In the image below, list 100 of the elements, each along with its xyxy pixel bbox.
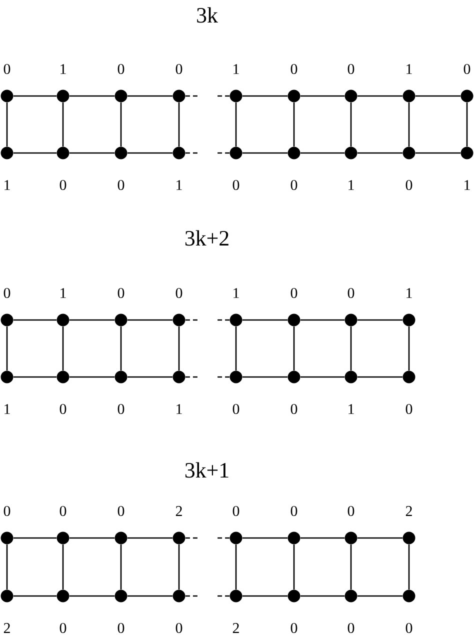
edge-line xyxy=(415,152,461,154)
edge-line xyxy=(13,537,57,539)
dashed-continuation xyxy=(185,319,200,321)
vertex-label: 0 xyxy=(290,404,298,414)
edge-line xyxy=(350,326,352,371)
dashed-continuation xyxy=(185,95,200,97)
dashed-continuation xyxy=(216,376,230,378)
vertex-dot xyxy=(402,590,416,602)
dashed-continuation xyxy=(216,537,230,539)
edge-line xyxy=(127,537,173,539)
dashed-continuation xyxy=(216,595,230,597)
edge-line xyxy=(69,152,115,154)
edge-line xyxy=(466,102,468,147)
vertex-label: 0 xyxy=(290,506,298,516)
vertex-label: 0 xyxy=(232,180,240,190)
vertex-dot xyxy=(288,146,300,160)
vertex-label: 0 xyxy=(176,64,182,74)
edge-line xyxy=(235,544,237,590)
vertex-dot xyxy=(344,314,358,326)
edge-line xyxy=(69,319,115,321)
edge-line xyxy=(62,102,64,147)
vertex-label: 0 xyxy=(4,64,10,74)
vertex-label: 1 xyxy=(176,404,182,414)
edge-line xyxy=(13,595,57,597)
vertex-label: 1 xyxy=(60,288,66,298)
vertex-label: 0 xyxy=(348,622,354,634)
dashed-continuation xyxy=(216,319,230,321)
vertex-dot xyxy=(460,90,474,102)
vertex-dot xyxy=(230,370,242,384)
section-title: 3k xyxy=(197,7,218,23)
vertex-dot xyxy=(288,90,300,102)
edge-line xyxy=(127,152,173,154)
vertex-dot xyxy=(0,532,14,544)
vertex-label: 0 xyxy=(118,180,124,190)
vertex-dot xyxy=(56,532,70,544)
vertex-dot xyxy=(0,314,14,326)
vertex-dot xyxy=(344,370,358,384)
vertex-label: 1 xyxy=(60,64,66,74)
vertex-dot xyxy=(114,314,128,326)
vertex-label: 1 xyxy=(406,64,412,74)
edge-line xyxy=(13,319,57,321)
vertex-dot xyxy=(288,590,300,602)
edge-line xyxy=(6,102,8,147)
vertex-dot xyxy=(114,370,128,384)
vertex-dot xyxy=(114,590,128,602)
vertex-dot xyxy=(230,532,242,544)
vertex-dot xyxy=(402,532,416,544)
vertex-label: 0 xyxy=(348,506,354,516)
vertex-dot xyxy=(288,314,300,326)
edge-line xyxy=(293,544,295,590)
vertex-label: 1 xyxy=(234,288,239,298)
vertex-label: 0 xyxy=(176,622,182,634)
edge-line xyxy=(127,319,173,321)
edge-line xyxy=(300,376,345,378)
vertex-label: 1 xyxy=(406,288,412,298)
vertex-dot xyxy=(172,314,186,326)
vertex-dot xyxy=(172,370,186,384)
vertex-label: 1 xyxy=(4,404,10,414)
dashed-continuation xyxy=(216,152,230,154)
vertex-dot xyxy=(56,590,70,602)
vertex-label: 0 xyxy=(232,404,240,414)
edge-line xyxy=(300,95,345,97)
edge-line xyxy=(69,376,115,378)
vertex-dot xyxy=(0,590,14,602)
vertex-label: 0 xyxy=(118,506,124,516)
vertex-dot xyxy=(172,532,186,544)
edge-line xyxy=(300,595,345,597)
edge-line xyxy=(242,319,288,321)
edge-line xyxy=(350,102,352,147)
edge-line xyxy=(242,95,288,97)
section-title: 3k+2 xyxy=(185,230,228,246)
vertex-dot xyxy=(402,314,416,326)
vertex-label: 2 xyxy=(406,506,412,516)
vertex-label: 0 xyxy=(406,404,412,414)
edge-line xyxy=(127,595,173,597)
vertex-dot xyxy=(288,532,300,544)
vertex-label: 0 xyxy=(4,288,10,298)
vertex-dot xyxy=(0,90,14,102)
edge-line xyxy=(357,376,403,378)
edge-line xyxy=(293,326,295,371)
edge-line xyxy=(127,376,173,378)
vertex-dot xyxy=(0,146,14,160)
edge-line xyxy=(178,326,180,371)
edge-line xyxy=(357,595,403,597)
vertex-label: 0 xyxy=(406,622,412,634)
vertex-label: 1 xyxy=(234,64,239,74)
vertex-dot xyxy=(344,590,358,602)
vertex-dot xyxy=(56,90,70,102)
vertex-label: 2 xyxy=(4,623,10,633)
edge-line xyxy=(357,537,403,539)
vertex-label: 0 xyxy=(176,288,182,298)
vertex-dot xyxy=(172,146,186,160)
edge-line xyxy=(408,102,410,147)
vertex-label: 2 xyxy=(176,506,182,516)
vertex-label: 0 xyxy=(4,506,10,516)
edge-line xyxy=(6,326,8,371)
edge-line xyxy=(357,319,403,321)
vertex-label: 2 xyxy=(232,623,239,633)
vertex-label: 1 xyxy=(176,180,182,190)
vertex-label: 0 xyxy=(118,288,124,298)
